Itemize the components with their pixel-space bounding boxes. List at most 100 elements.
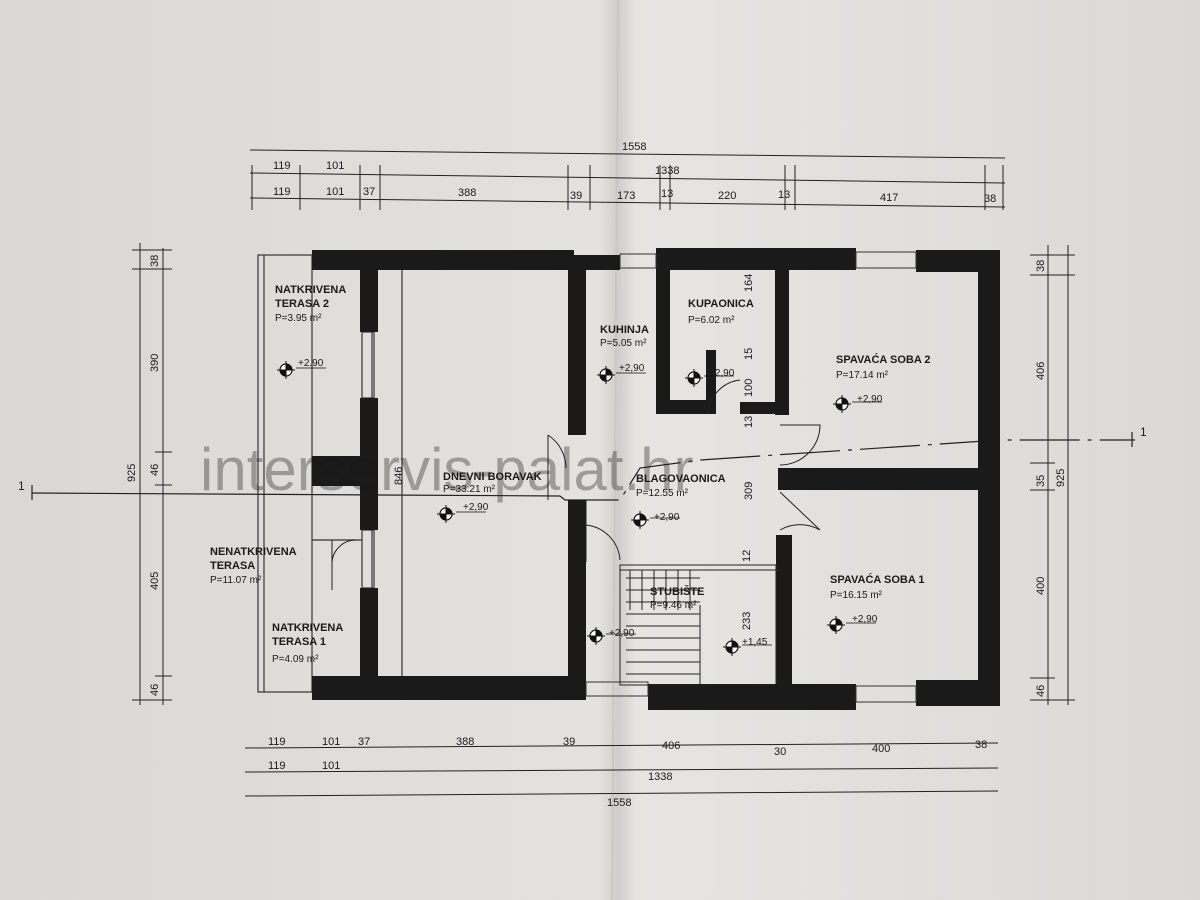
room-natkrivena-terasa-2: NATKRIVENA TERASA 2 P=3.95 m² +2.90 (275, 284, 346, 369)
room-area: P=11.07 m² (210, 575, 262, 586)
dim-bot-r1-8: 38 (975, 739, 987, 751)
dim-top-r3-2: 37 (363, 186, 375, 198)
room-natkrivena-terasa-1: NATKRIVENA TERASA 1 P=4.09 m² (272, 622, 343, 665)
dim-bot-r1-5: 406 (662, 740, 680, 752)
section-line (31, 432, 1135, 501)
room-level: +2,90 (857, 394, 883, 405)
room-name: NENATKRIVENA (210, 546, 297, 558)
room-name: NATKRIVENA (272, 622, 343, 634)
dim-int-4: 309 (743, 482, 755, 500)
level-marker-icon (597, 366, 646, 384)
level-marker-icon (587, 627, 636, 645)
room-level: +2,90 (654, 512, 680, 523)
dim-int-1: 15 (743, 348, 755, 360)
paper-fold (611, 0, 619, 900)
room-area: P=16.15 m² (830, 590, 883, 601)
dim-left-1: 390 (149, 354, 161, 372)
dim-top-r3-8: 13 (778, 189, 790, 201)
dim-bot-r1-2: 37 (358, 736, 370, 748)
dim-bot-r1-6: 30 (774, 746, 786, 758)
room-name: NATKRIVENA (275, 284, 346, 296)
room-name: BLAGOVAONICA (636, 473, 726, 485)
dim-top-r3-9: 417 (880, 192, 898, 204)
room-area: P=5.05 m² (600, 338, 647, 349)
dim-right-3: 400 (1035, 577, 1047, 595)
dim-bot-r1-0: 119 (268, 736, 286, 748)
dim-right-4: 46 (1035, 685, 1047, 697)
dim-left-0: 38 (149, 255, 161, 267)
dim-int-2: 100 (743, 379, 755, 397)
dim-left-2: 46 (149, 464, 161, 476)
room-dnevni-boravak: DNEVNI BORAVAK P=33.21 m² +2,90 (443, 471, 542, 513)
room-area: P=33.21 m² (443, 484, 496, 495)
dim-bot-r2-0: 119 (268, 760, 286, 772)
room-area: P=17.14 m² (836, 370, 889, 381)
dim-top-r3-5: 173 (617, 190, 635, 202)
dim-bot-r1-1: 101 (322, 736, 340, 748)
dim-top-r3-0: 119 (273, 186, 291, 198)
level-marker-icon (827, 616, 876, 634)
level-marker-icon (723, 638, 772, 656)
room-area: P=9.46 m² (650, 600, 697, 611)
left-dimension-lines (132, 243, 172, 705)
dim-bot-r1-7: 400 (872, 743, 890, 755)
room-area: P=4.09 m² (272, 654, 319, 665)
room-level: +2,90 (709, 368, 735, 379)
level-marker-icon (277, 361, 326, 379)
dim-right-overall: 925 (1055, 469, 1067, 487)
room-blagovaonica: BLAGOVAONICA P=12.55 m² +2,90 (636, 473, 726, 523)
room-level-2: +1,45 (742, 637, 768, 648)
level-marker-icon (631, 511, 680, 529)
dim-top-r2-0: 119 (273, 160, 291, 172)
room-level: +2,90 (609, 628, 635, 639)
dim-bot-r2-1: 101 (322, 760, 340, 772)
dim-top-r3-4: 39 (570, 190, 582, 202)
room-area: P=3.95 m² (275, 313, 322, 324)
dim-top-overall: 1558 (622, 141, 646, 153)
room-name-line2: TERASA 1 (272, 636, 326, 648)
room-name: KUHINJA (600, 324, 649, 336)
dim-int-0: 164 (743, 274, 755, 292)
dim-bot-overall: 1558 (607, 797, 631, 809)
dim-right-0: 38 (1035, 260, 1047, 272)
room-level: +2,90 (852, 614, 878, 625)
room-stubiste: STUBIŠTE P=9.46 m² +2,90 +1,45 (609, 585, 768, 648)
room-name-line2: TERASA (210, 560, 255, 572)
dim-top-r3-6: 13 (661, 188, 673, 200)
dim-bot-r1-3: 388 (456, 736, 474, 748)
dim-left-4: 46 (149, 684, 161, 696)
watermark: interservis-palat.hr (200, 436, 694, 503)
section-label-left: 1 (18, 479, 25, 493)
bottom-dimension-lines (244, 742, 999, 797)
level-marker-icon (685, 369, 734, 387)
top-dimension-lines (249, 149, 1006, 210)
room-spavaca-soba-1: SPAVAĆA SOBA 1 P=16.15 m² +2,90 (830, 573, 925, 625)
right-dimension-lines (1030, 245, 1075, 705)
dim-int-5: 12 (741, 550, 753, 562)
section-label-right: 1 (1140, 425, 1147, 439)
room-level: +2,90 (463, 502, 489, 513)
room-level: +2.90 (298, 358, 324, 369)
dim-int-3: 13 (743, 416, 755, 428)
dim-top-r3-10: 38 (984, 193, 996, 205)
dim-int-6: 233 (741, 612, 753, 630)
room-kupaonica: KUPAONICA P=6.02 m² +2,90 (688, 298, 754, 379)
dim-bot-r2-2: 1338 (648, 771, 672, 783)
room-area: P=6.02 m² (688, 315, 735, 326)
dim-right-1: 406 (1035, 362, 1047, 380)
dim-left-3: 405 (149, 572, 161, 590)
dim-left-inner: 846 (393, 467, 405, 485)
room-name: DNEVNI BORAVAK (443, 471, 542, 483)
walls (312, 248, 1000, 710)
level-markers (277, 361, 882, 656)
room-name: KUPAONICA (688, 298, 754, 310)
doors (331, 379, 821, 590)
room-spavaca-soba-2: SPAVAĆA SOBA 2 P=17.14 m² +2,90 (836, 353, 931, 405)
room-level: +2,90 (619, 363, 645, 374)
room-nenatkrivena-terasa: NENATKRIVENA TERASA P=11.07 m² (210, 546, 297, 586)
dim-top-r3-3: 388 (458, 187, 476, 199)
windows (585, 251, 917, 703)
dim-right-2: 35 (1035, 475, 1047, 487)
